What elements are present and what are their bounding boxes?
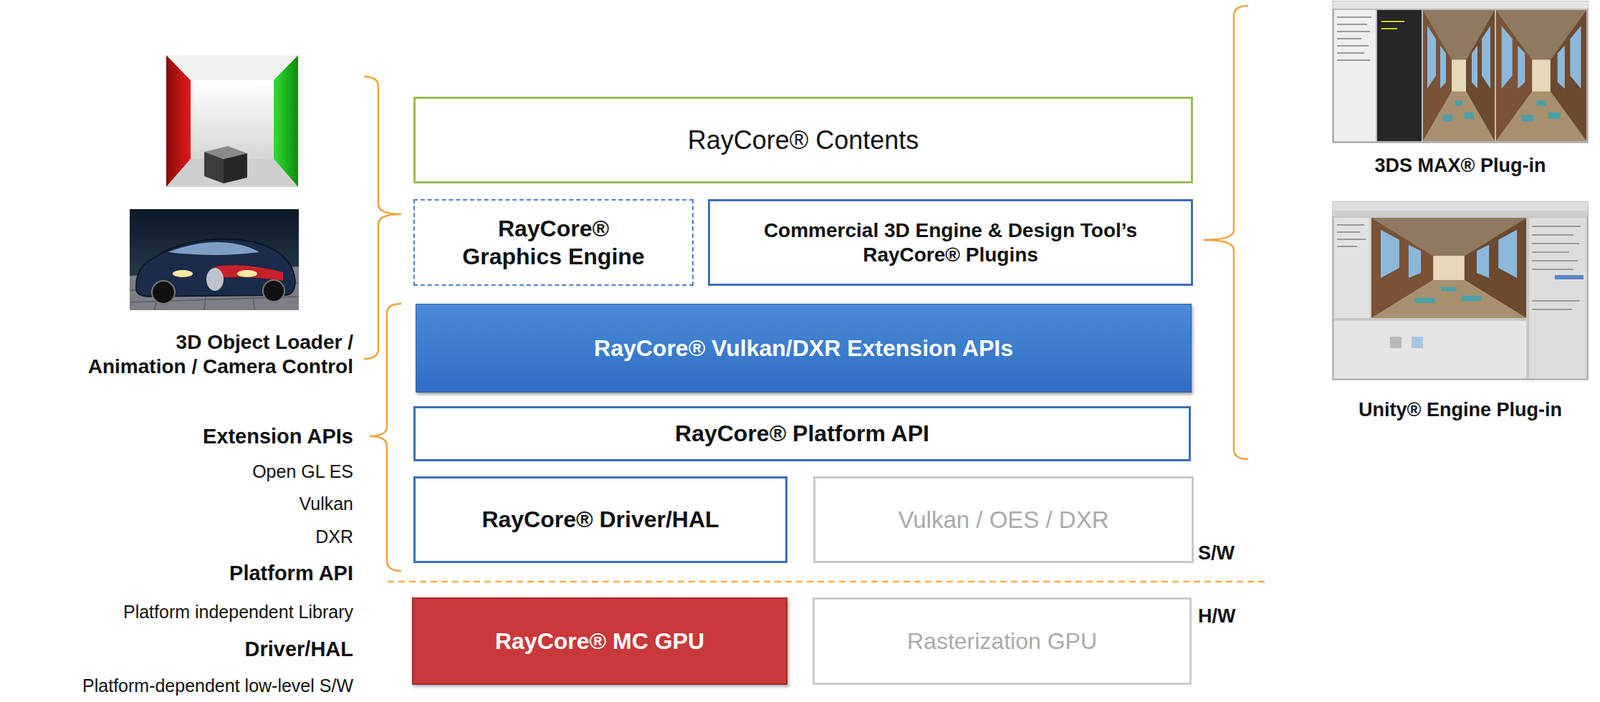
- standard-api-box: Vulkan / OES / DXR: [813, 476, 1194, 564]
- brace: [363, 76, 402, 359]
- cornell-box-image: [166, 55, 299, 188]
- asset-icon: [1390, 336, 1402, 349]
- headlight: [237, 270, 258, 278]
- screenshot-caption: 3DS MAX® Plug-in: [1331, 154, 1590, 177]
- unity-screenshot: [1332, 202, 1588, 380]
- layer-heading: Platform API: [37, 561, 354, 587]
- platform-api-box: RayCore® Platform API: [413, 406, 1191, 462]
- inspector-panel: [1529, 217, 1587, 379]
- 3dsmax-screenshot: [1332, 1, 1588, 143]
- back-wall: [190, 80, 274, 160]
- tier-label: H/W: [1198, 604, 1270, 628]
- viewport-text: [1381, 21, 1405, 29]
- inspector-rows: [1531, 226, 1581, 310]
- extension-api-box: RayCore® Vulkan/DXR Extension APIs: [415, 303, 1192, 393]
- menu-bar: [1332, 202, 1588, 211]
- scene-view: [1371, 217, 1527, 319]
- box-label: RayCore® Driver/HAL: [481, 505, 719, 534]
- layer-detail: Vulkan: [37, 492, 354, 515]
- gpu-box: Rasterization GPU: [812, 597, 1192, 685]
- render-background: [129, 209, 299, 311]
- sw-hw-divider: [387, 581, 1269, 584]
- car-side: [214, 265, 284, 281]
- gpu-box: RayCore® MC GPU: [412, 597, 788, 685]
- hierarchy-panel: [1334, 217, 1370, 319]
- window-frame: [1332, 1, 1588, 143]
- layer-heading: Extension APIs: [37, 424, 354, 450]
- box-label: RayCore® MC GPU: [495, 627, 705, 655]
- driver-box: RayCore® Driver/HAL: [413, 476, 788, 564]
- car-window: [168, 242, 260, 256]
- engine-box: RayCore® Graphics Engine: [413, 199, 694, 286]
- wheel: [151, 280, 175, 304]
- plugin-box: Commercial 3D Engine & Design Tool’s Ray…: [707, 199, 1194, 286]
- cube-face: [204, 151, 224, 184]
- panel-rows: [1337, 17, 1372, 61]
- wheel: [262, 280, 285, 302]
- layer-heading: Driver/HAL: [37, 636, 354, 663]
- headlight: [172, 270, 193, 278]
- car-render-image: [129, 209, 299, 311]
- menu-bar: [1332, 1, 1588, 9]
- box-label: RayCore® Contents: [687, 124, 920, 156]
- project-panel: [1334, 321, 1527, 379]
- feature-note: 3D Object Loader / Animation / Camera Co…: [77, 330, 354, 379]
- brace: [1203, 5, 1249, 460]
- panel-rows: [1337, 224, 1366, 247]
- box-label: RayCore® Platform API: [674, 419, 930, 448]
- screenshot-caption: Unity® Engine Plug-in: [1331, 398, 1590, 422]
- asset-icon: [1411, 336, 1424, 349]
- content-layer-box: RayCore® Contents: [413, 96, 1194, 184]
- car-grille: [206, 267, 224, 291]
- cube-face: [223, 153, 248, 184]
- box-label: RayCore® Graphics Engine: [449, 214, 658, 271]
- final-render: [1496, 10, 1587, 142]
- window-frame: [1332, 202, 1588, 380]
- box-label: Commercial 3D Engine & Design Tool’s Ray…: [735, 218, 1166, 267]
- inspector-field: [1554, 275, 1584, 280]
- side-panel: [1334, 10, 1376, 142]
- box-label: RayCore® Vulkan/DXR Extension APIs: [593, 334, 1014, 362]
- box-label: Vulkan / OES / DXR: [897, 505, 1109, 535]
- toolbar: [1332, 210, 1588, 217]
- viewport-render: [1423, 10, 1495, 142]
- box-label: Rasterization GPU: [907, 627, 1097, 655]
- layer-detail: Open GL ES: [37, 460, 354, 483]
- tier-label: S/W: [1198, 541, 1270, 565]
- layer-detail: Platform-dependent low-level S/W: [9, 674, 354, 697]
- dark-viewport: [1377, 10, 1422, 142]
- layer-detail: Platform independent Library: [16, 601, 354, 623]
- brace: [369, 303, 402, 572]
- layer-detail: DXR: [37, 525, 354, 548]
